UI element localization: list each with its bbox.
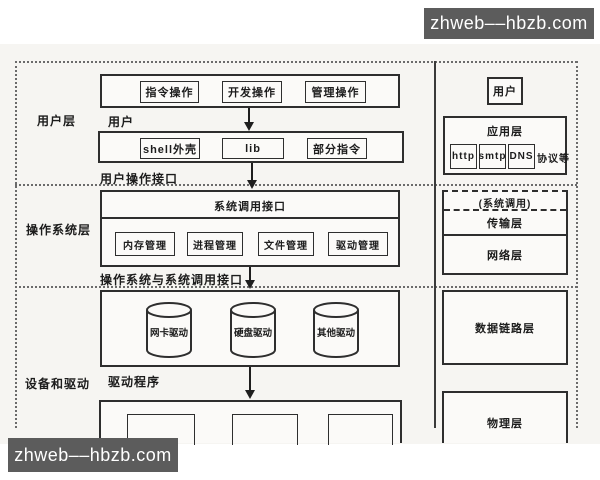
hardware-item-box [127, 414, 195, 445]
datalink-layer-label: 数据链路层 [475, 322, 535, 335]
syscall-row: (系统调用) [478, 199, 532, 210]
watermark-top: zhweb––hbzb.com [424, 8, 594, 39]
other-driver-label: 其他驱动 [316, 328, 355, 339]
network-stack-box: (系统调用) 传输层 网络层 [442, 190, 568, 275]
manage-operation-box: 管理操作 [305, 81, 366, 103]
process-management-box: 进程管理 [187, 232, 243, 256]
system-call-header: 系统调用接口 [214, 201, 286, 213]
right-user-box: 用户 [487, 77, 523, 105]
watermark-bottom: zhweb––hbzb.com [8, 438, 178, 472]
layer-label-device: 设备和驱动 [25, 377, 91, 391]
user-operations-box: 指令操作 开发操作 管理操作 [100, 74, 400, 108]
driver-program-caption: 驱动程序 [108, 375, 161, 389]
develop-operation-box: 开发操作 [222, 81, 282, 103]
system-call-box: 系统调用接口 内存管理 进程管理 文件管理 驱动管理 [100, 190, 400, 267]
network-driver-cylinder: 网卡驱动 [146, 301, 192, 359]
smtp-box: smtp [479, 144, 506, 169]
memory-management-box: 内存管理 [115, 232, 175, 256]
http-box: http [450, 144, 477, 169]
application-layer-title: 应用层 [487, 126, 523, 138]
hardware-box [99, 400, 402, 445]
physical-layer-box: 物理层 [442, 391, 568, 443]
network-layer-row: 网络层 [487, 250, 523, 262]
cylinder-shape [146, 302, 192, 358]
arrow-down-icon [244, 122, 254, 131]
drivers-box: 网卡驱动 硬盘驱动 其他驱动 [100, 290, 400, 367]
transport-layer-row: 传输层 [487, 218, 523, 230]
cylinder-shape [230, 302, 276, 358]
dashed-divider [444, 209, 566, 211]
dns-box: DNS [508, 144, 535, 169]
lib-box: lib [222, 138, 284, 159]
protocols-suffix: 协议等 [537, 154, 570, 165]
hardware-item-box [328, 414, 393, 445]
layer-label-user: 用户层 [37, 114, 77, 128]
frame-top-border [15, 61, 577, 63]
arrow-down-line [251, 163, 253, 181]
divider-user-os [15, 184, 577, 186]
column-divider [434, 61, 436, 428]
divider-os-device [15, 286, 577, 288]
user-interface-box: shell外壳 lib 部分指令 [98, 131, 404, 163]
arrow-down-line [249, 267, 251, 281]
solid-divider [444, 234, 566, 236]
command-operation-box: 指令操作 [140, 81, 199, 103]
right-user-label: 用户 [493, 86, 517, 98]
partial-command-box: 部分指令 [307, 138, 367, 159]
arrow-down-icon [247, 180, 257, 189]
datalink-layer-box: 数据链路层 [442, 290, 568, 365]
network-driver-label: 网卡驱动 [149, 328, 188, 339]
frame-right-border [576, 61, 578, 428]
disk-driver-cylinder: 硬盘驱动 [230, 301, 276, 359]
layer-label-os: 操作系统层 [26, 223, 92, 237]
other-driver-cylinder: 其他驱动 [313, 301, 359, 359]
user-caption: 用户 [108, 115, 135, 129]
user-interface-caption: 用户操作接口 [100, 172, 179, 186]
arrow-down-icon [245, 280, 255, 289]
hardware-item-box [232, 414, 298, 445]
os-syscall-caption: 操作系统与系统调用接口 [100, 273, 244, 287]
arrow-down-icon [245, 390, 255, 399]
cylinder-shape [313, 302, 359, 358]
disk-driver-label: 硬盘驱动 [233, 328, 272, 339]
header-divider [102, 217, 398, 219]
arrow-down-line [248, 108, 250, 123]
frame-left-border [15, 61, 17, 428]
arrow-down-line [249, 367, 251, 391]
driver-management-box: 驱动管理 [328, 232, 388, 256]
application-layer-box: 应用层 http smtp DNS 协议等 [443, 116, 570, 175]
shell-box: shell外壳 [140, 138, 200, 159]
file-management-box: 文件管理 [258, 232, 314, 256]
physical-layer-label: 物理层 [487, 418, 523, 430]
